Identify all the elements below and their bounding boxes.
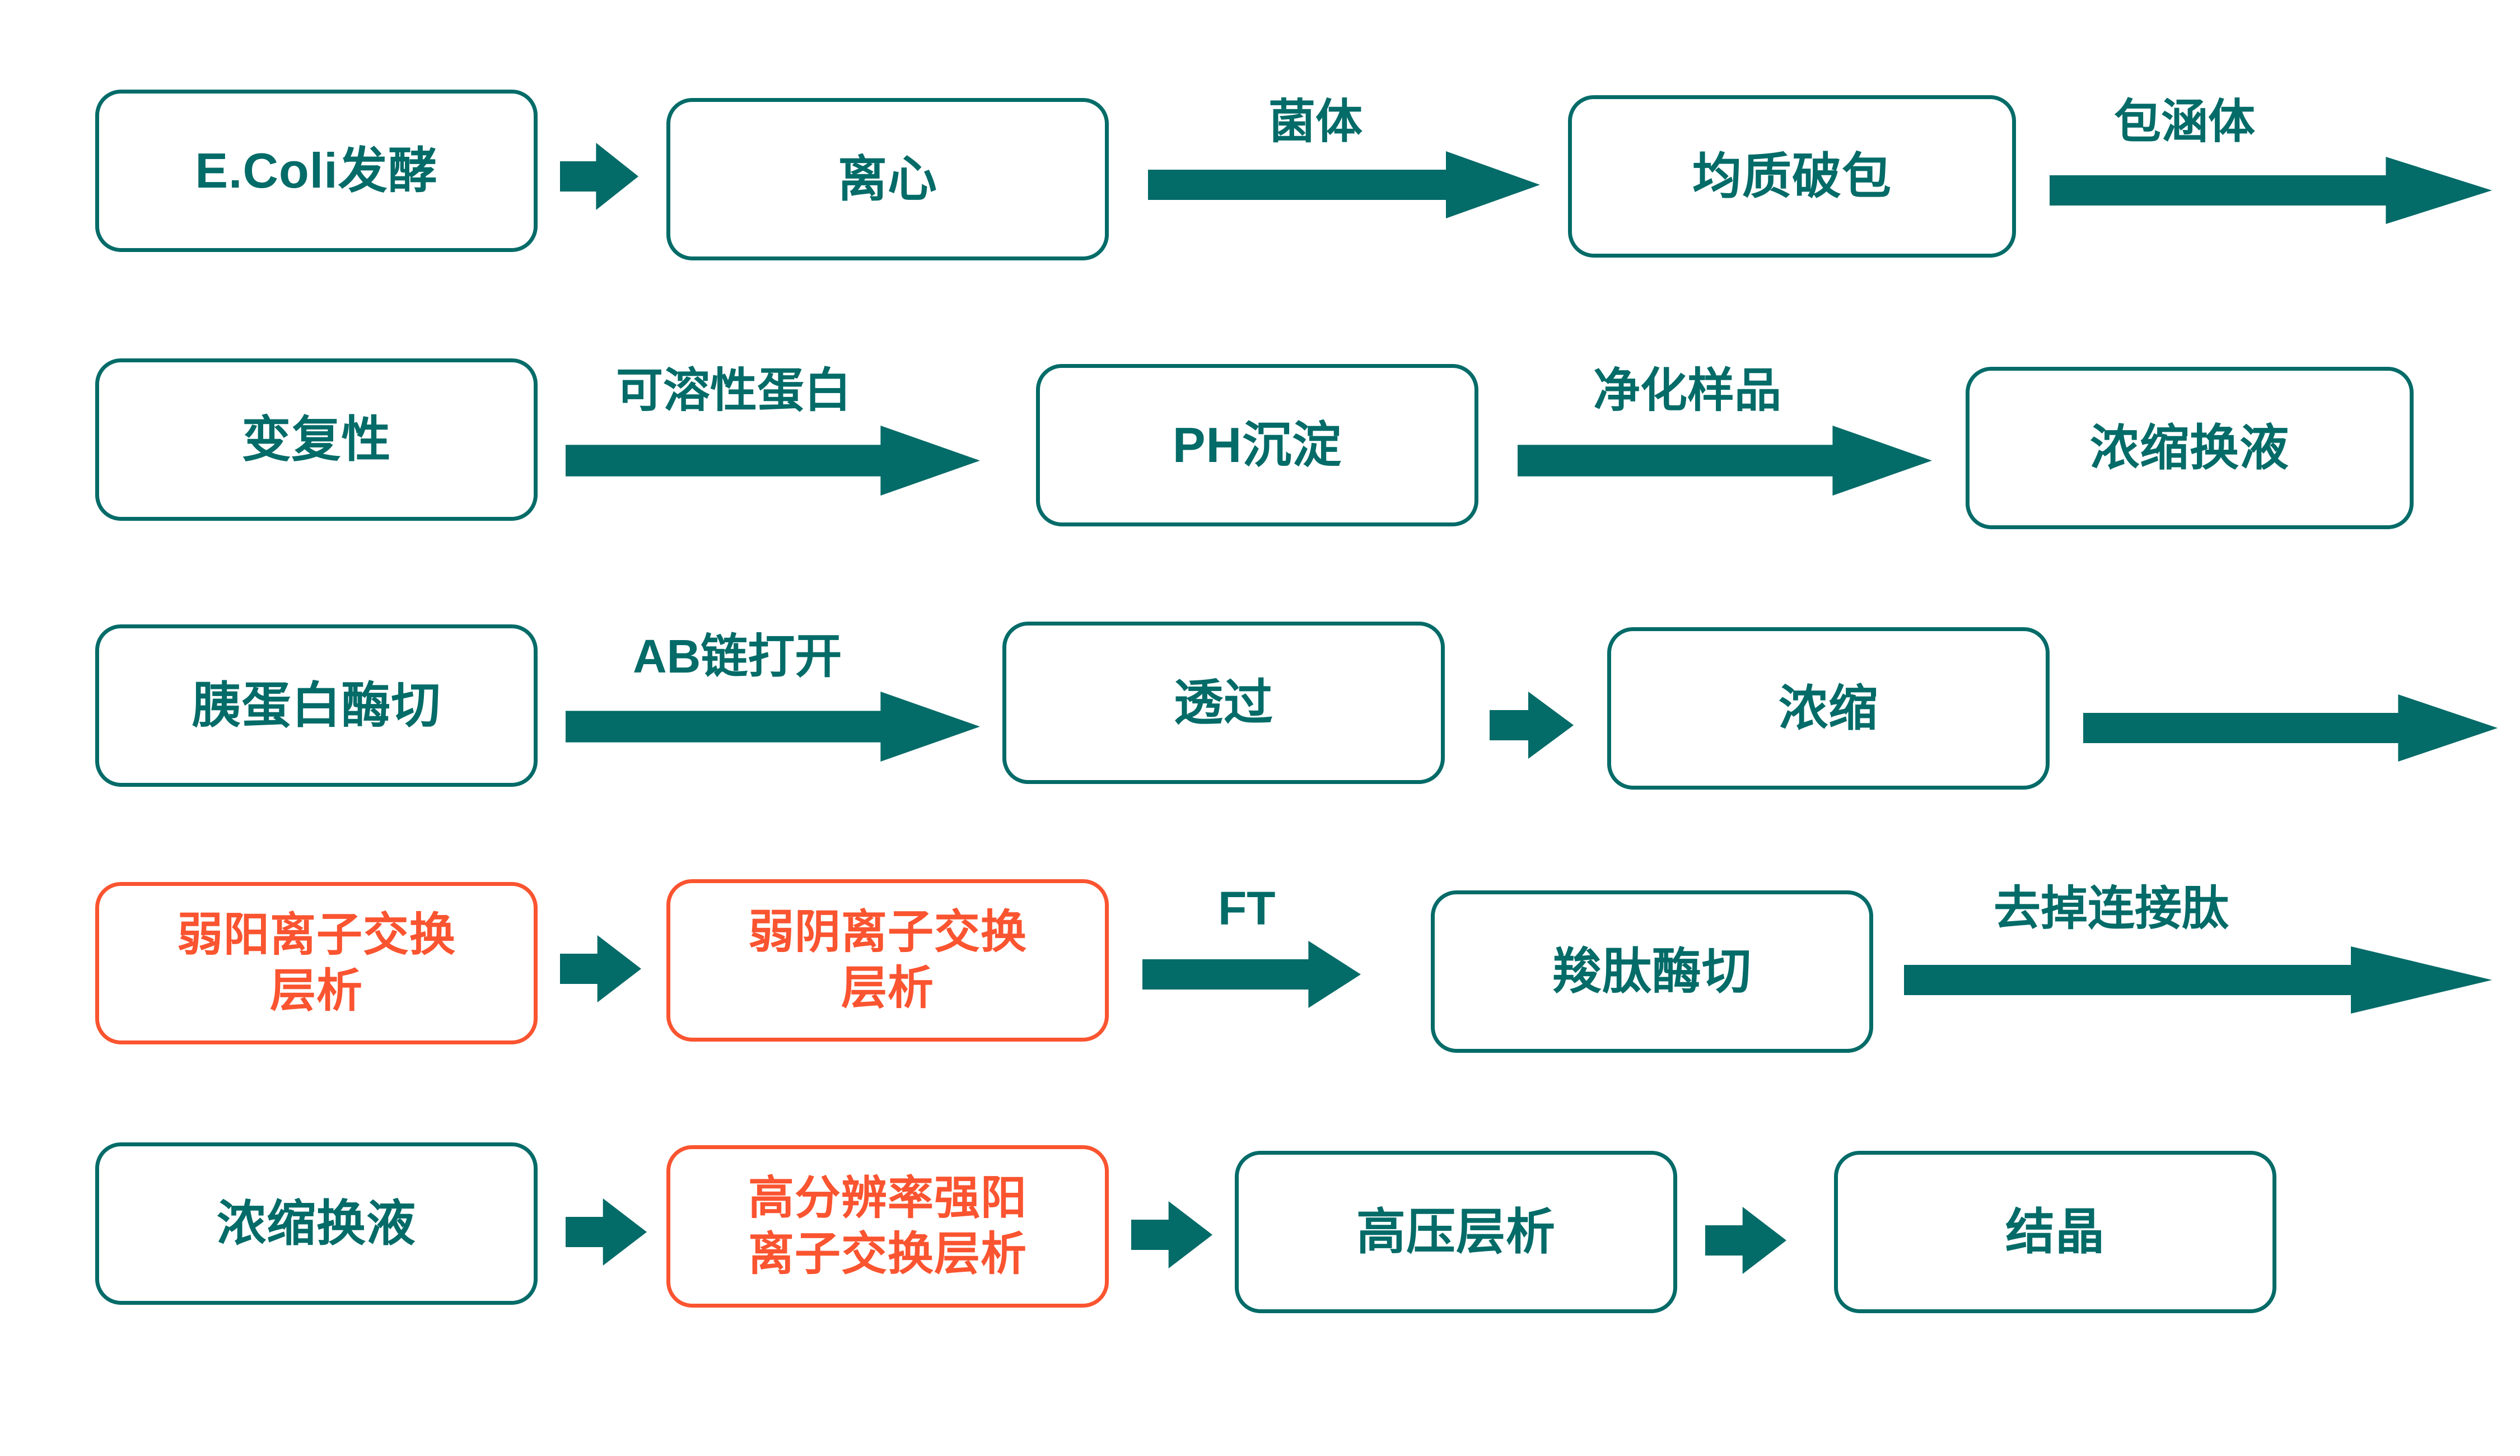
edge-label-inclusion-body: 包涵体 [2114, 95, 2256, 148]
node-label: 羧肽酶切 [1552, 944, 1752, 1000]
node-ph-precipitation[interactable]: PH沉淀 [1036, 364, 1478, 526]
node-label: 胰蛋白酶切 [192, 678, 441, 734]
arrow-right-icon [566, 692, 980, 762]
arrow-right-icon [566, 1198, 647, 1266]
arrow-right-icon [560, 143, 638, 210]
arrow-right-icon [1148, 151, 1540, 218]
node-concentration-buffer-exchange-5[interactable]: 浓缩换液 [95, 1142, 538, 1305]
node-high-resolution-strong-cation-exchange[interactable]: 高分辨率强阳 离子交换层析 [666, 1145, 1109, 1308]
node-label: 浓缩换液 [216, 1196, 416, 1252]
node-label: 离心 [837, 151, 937, 207]
node-weak-cation-exchange[interactable]: 弱阳离子交换 层析 [95, 882, 538, 1044]
edge-label-purified-sample: 净化样品 [1593, 364, 1782, 417]
arrow-right-icon [1142, 941, 1361, 1008]
arrow-right-icon [1518, 426, 1932, 496]
node-refolding[interactable]: 变复性 [95, 358, 538, 521]
node-homogenization[interactable]: 均质破包 [1568, 95, 2016, 258]
node-label: E.Coli发酵 [195, 143, 438, 199]
node-high-pressure-chromatography[interactable]: 高压层析 [1235, 1151, 1677, 1313]
edge-label-ft: FT [1218, 882, 1276, 935]
node-crystallization[interactable]: 结晶 [1834, 1151, 2276, 1313]
node-label: 高分辨率强阳 离子交换层析 [748, 1172, 1027, 1280]
arrow-right-icon [2050, 157, 2492, 224]
arrow-right-icon [1705, 1207, 1786, 1274]
node-concentration[interactable]: 浓缩 [1607, 627, 2050, 790]
node-permeation[interactable]: 透过 [1002, 622, 1445, 784]
edge-label-bacteria: 菌体 [1268, 95, 1363, 148]
node-concentration-buffer-exchange-2[interactable]: 浓缩换液 [1966, 367, 2414, 529]
edge-label-remove-linker-peptide: 去掉连接肽 [1994, 882, 2229, 935]
arrow-right-icon [560, 935, 641, 1002]
arrow-right-icon [1131, 1201, 1212, 1268]
node-ecoli-fermentation[interactable]: E.Coli发酵 [95, 90, 538, 252]
node-label: 均质破包 [1692, 148, 1892, 204]
arrow-right-icon [566, 426, 980, 496]
arrow-right-icon [1904, 946, 2492, 1014]
node-label: PH沉淀 [1172, 417, 1342, 473]
node-label: 高压层析 [1356, 1204, 1556, 1260]
node-label: 弱阳离子交换 层析 [176, 909, 456, 1016]
node-label: 浓缩 [1778, 680, 1878, 736]
arrow-right-icon [1490, 692, 1574, 759]
arrow-right-icon [2083, 694, 2498, 762]
node-trypsin-cleavage[interactable]: 胰蛋白酶切 [95, 624, 538, 787]
node-weak-anion-exchange[interactable]: 弱阴离子交换 层析 [666, 879, 1109, 1042]
node-label: 结晶 [2005, 1204, 2105, 1260]
node-carboxypeptidase-cleavage[interactable]: 羧肽酶切 [1431, 890, 1873, 1053]
edge-label-soluble-protein: 可溶性蛋白 [616, 364, 852, 417]
node-label: 浓缩换液 [2089, 420, 2289, 476]
edge-label-ab-chain-open: AB链打开 [633, 630, 842, 683]
node-label: 弱阴离子交换 层析 [748, 906, 1027, 1014]
node-label: 透过 [1173, 675, 1273, 731]
node-label: 变复性 [241, 412, 391, 468]
node-centrifugation[interactable]: 离心 [666, 98, 1109, 260]
